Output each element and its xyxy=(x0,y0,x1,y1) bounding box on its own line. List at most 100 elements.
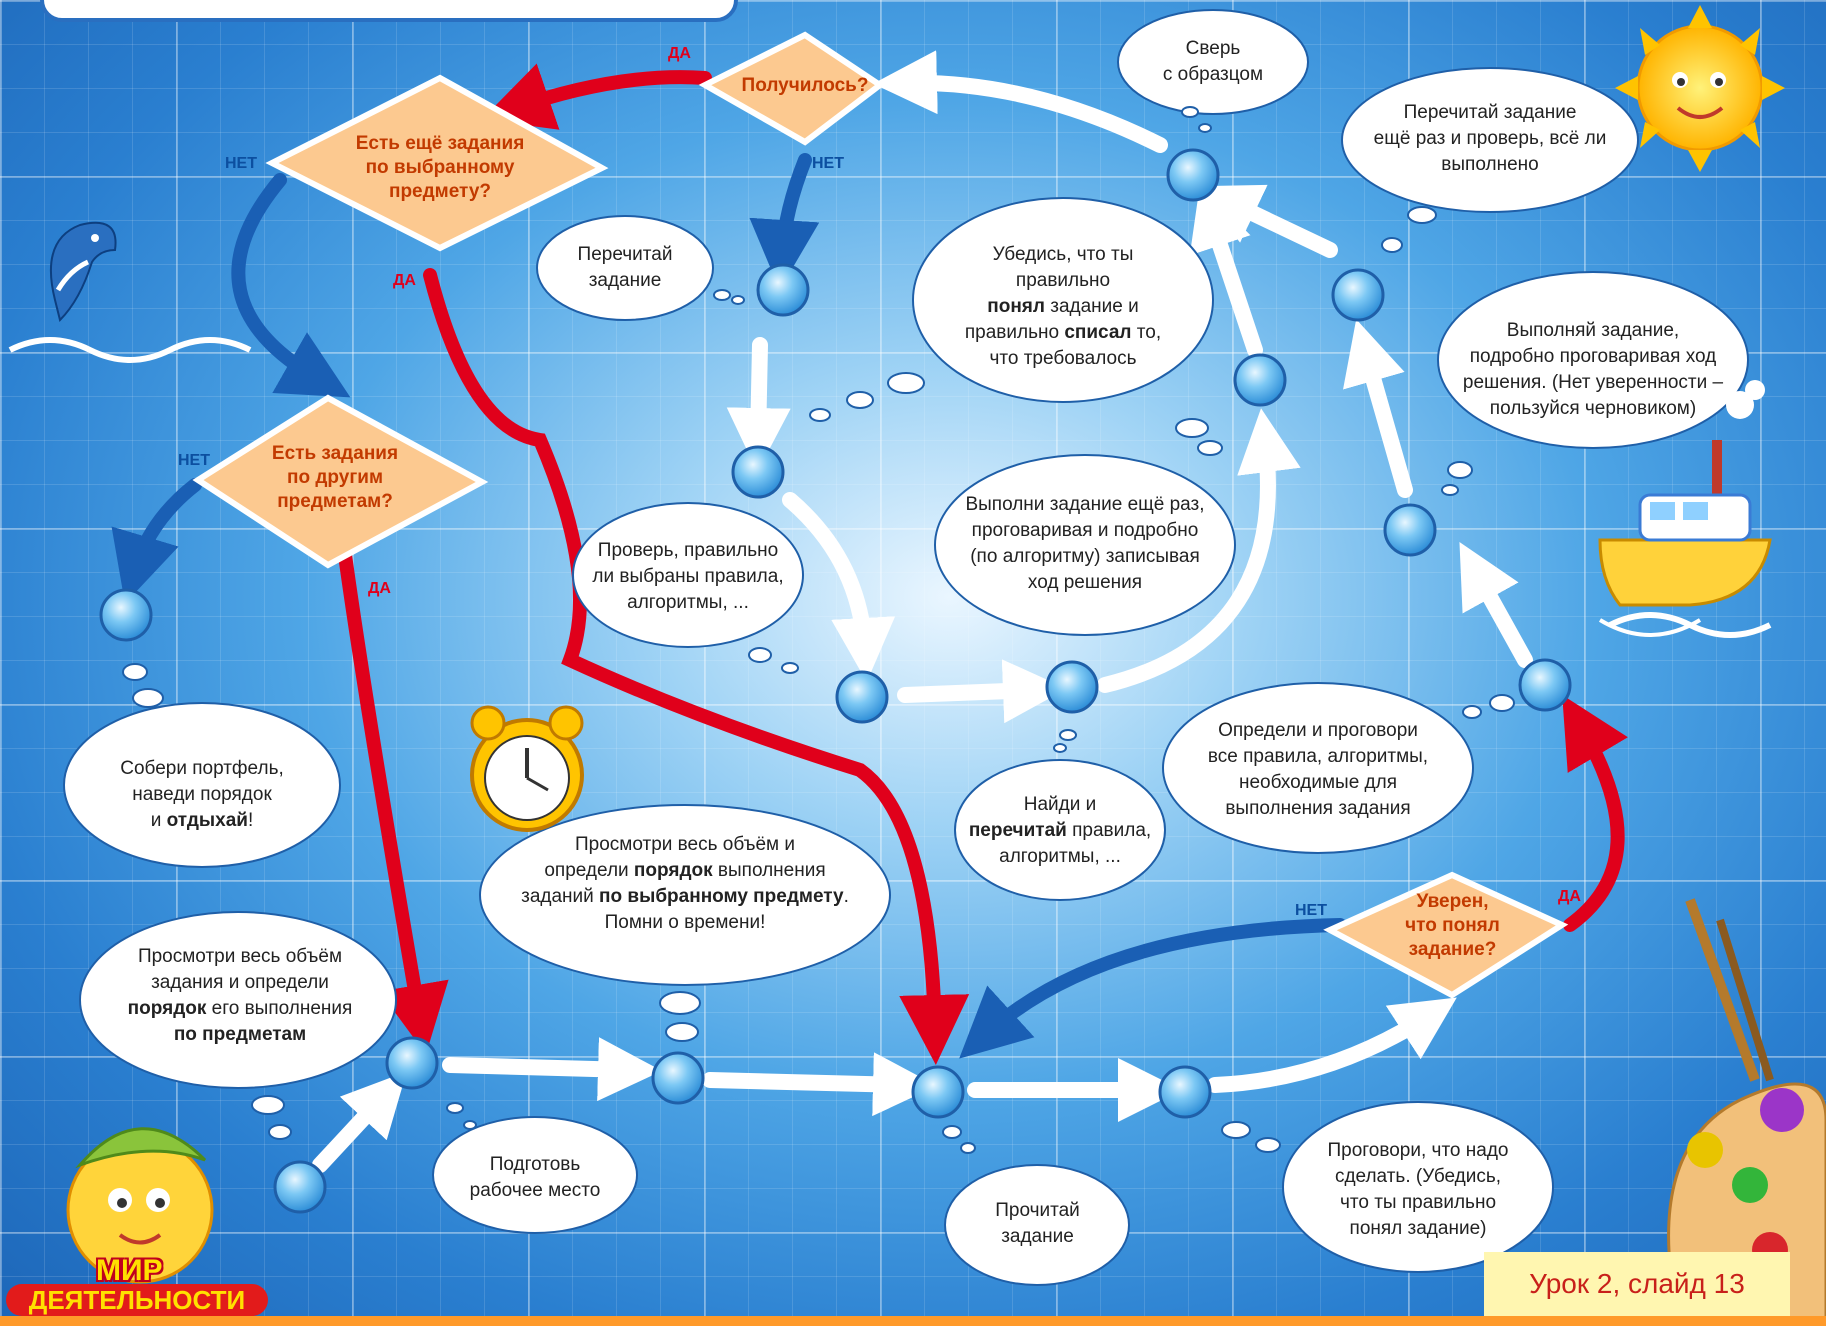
cloud-view-all-bold4: по предметам xyxy=(173,1024,307,1045)
cloud-define-rules-text: Определи и проговори все правила, алгори… xyxy=(1170,718,1466,822)
mir-deyatelnosti-logo: МИР ДЕЯТЕЛЬНОСТИ xyxy=(6,1254,268,1318)
cloud-redo-task-line4: ход решения xyxy=(1027,572,1143,593)
cloud-pack-bag-line1: Собери портфель, xyxy=(120,758,284,779)
cloud-make-sure xyxy=(912,197,1214,403)
cloud-check-rules-text: Проверь, правильно ли выбраны правила, а… xyxy=(580,538,796,616)
decision-other-line2: по другим xyxy=(287,467,383,488)
diamond-other-subjects xyxy=(192,394,489,569)
cloud-make-sure-line5: что требовалось xyxy=(989,348,1137,369)
cloud-view-subject-line2: определи порядок выполнения xyxy=(490,858,880,884)
node-do-task xyxy=(1383,503,1437,557)
cloud-say-what-line2: сделать. (Убедись, xyxy=(1334,1166,1502,1187)
cloud-make-sure-line3: понял задание и xyxy=(920,294,1206,320)
decision-more-tasks-line1: Есть ещё задания xyxy=(355,133,525,154)
cloud-view-subject-bold2: порядок xyxy=(633,860,713,881)
cloud-view-all-rest3: его выполнения xyxy=(206,998,353,1019)
cloud-view-subject-line4: Помни о времени! xyxy=(604,912,766,933)
sun-picture xyxy=(1615,5,1785,172)
cloud-view-subject-line3: заданий по выбранному предмету. xyxy=(490,884,880,910)
slide-label: Урок 2, слайд 13 xyxy=(1484,1252,1790,1316)
cloud-pack-bag xyxy=(63,702,341,868)
node-redo-2 xyxy=(1045,660,1099,714)
cloud-pack-bag-pre: и xyxy=(150,810,167,831)
label-yes-got: ДА xyxy=(668,45,691,62)
logo-line2: ДЕЯТЕЛЬНОСТИ xyxy=(6,1284,268,1316)
cloud-reread-task xyxy=(536,215,714,321)
cloud-view-subject-pre2: определи xyxy=(544,860,634,881)
decision-more-tasks-line2: по выбранному xyxy=(365,157,515,178)
cloud-check-rules-line2: ли выбраны правила, xyxy=(592,566,784,587)
arrow-yes-more-to-read xyxy=(423,268,970,1065)
node-compare xyxy=(1166,148,1220,202)
diamond-understood xyxy=(1323,871,1569,999)
arrow-make-sure-up xyxy=(1189,184,1263,358)
arrow-yes-got-to-more xyxy=(481,63,712,130)
node-say xyxy=(1158,1065,1212,1119)
node-define xyxy=(1518,658,1572,712)
cloud-pack-bag-line2: наведи порядок xyxy=(132,784,272,805)
cloud-view-all-bold3: порядок xyxy=(127,998,207,1019)
arrow-no-more-to-other xyxy=(231,173,351,398)
cloud-reread-check-line2: ещё раз и проверь, всё ли xyxy=(1373,128,1607,149)
cloud-compare xyxy=(1117,9,1309,115)
cloud-make-sure-bold2: списал xyxy=(1064,322,1132,343)
cloud-pack-bag-text: Собери портфель, наведи порядок и отдыха… xyxy=(80,756,324,834)
cloud-do-task-line4: пользуйся черновиком) xyxy=(1489,398,1697,419)
cloud-pack-bag-line3: и отдыхай! xyxy=(80,808,324,834)
arrow-node4-to-understood xyxy=(1207,997,1457,1093)
decision-other-line3: предметам? xyxy=(277,491,393,512)
arrow-yes-understood-up xyxy=(1562,694,1628,932)
cloud-make-sure-line4: правильно списал то, xyxy=(920,320,1206,346)
cloud-find-rules xyxy=(954,759,1166,901)
node-other xyxy=(99,588,153,642)
cloud-reread-check-text: Перечитай задание ещё раз и проверь, всё… xyxy=(1342,100,1638,178)
arrow-check-down xyxy=(782,492,896,682)
arrow-no-got-to-reread xyxy=(749,153,820,290)
wave-right2 xyxy=(1598,618,1702,637)
cloud-make-sure-rest2: то, xyxy=(1131,322,1162,343)
decision-understood: Уверен, что понял задание? xyxy=(1360,890,1545,962)
cloud-reread-check-line1: Перечитай задание xyxy=(1403,102,1577,123)
arrow-to-check-all xyxy=(1196,184,1338,258)
arrow-node1-to-node2 xyxy=(442,1037,662,1102)
wave-left xyxy=(8,337,252,363)
cloud-check-rules-line1: Проверь, правильно xyxy=(597,540,779,561)
cloud-read-task xyxy=(944,1164,1130,1286)
arrow-no-other-to-node xyxy=(111,478,202,604)
cloud-make-sure-text: Убедись, что ты правильно понял задание … xyxy=(920,242,1206,372)
arrow-yes-other-to-node xyxy=(338,548,449,1055)
decision-understood-line3: задание? xyxy=(1408,939,1497,960)
cloud-view-subject-line1: Просмотри весь объём и xyxy=(574,834,795,855)
cloud-reread-check-line3: выполнено xyxy=(1441,154,1539,175)
cloud-prepare-text: Подготовь рабочее место xyxy=(440,1152,630,1204)
node-view-all xyxy=(385,1036,439,1090)
cloud-say-what-text: Проговори, что надо сделать. (Убедись, ч… xyxy=(1300,1138,1536,1242)
label-yes-more: ДА xyxy=(393,272,416,289)
cloud-define-rules xyxy=(1162,682,1474,854)
cloud-redo-task-line1: Выполни задание ещё раз, xyxy=(965,494,1205,515)
cloud-define-rules-line4: выполнения задания xyxy=(1225,798,1411,819)
cloud-say-what-line1: Проговори, что надо xyxy=(1327,1140,1509,1161)
decision-other-line1: Есть задания xyxy=(271,443,399,464)
diamond-got-it xyxy=(698,31,886,146)
steamboat-picture xyxy=(1598,380,1772,607)
cloud-define-rules-line3: необходимые для xyxy=(1238,772,1398,793)
arrow-to-node-do xyxy=(1343,319,1413,498)
cloud-pack-bag-bold: отдыхай xyxy=(166,810,248,831)
node-redo-1 xyxy=(835,670,889,724)
cloud-say-what xyxy=(1282,1101,1554,1273)
cloud-view-subject-text: Просмотри весь объём и определи порядок … xyxy=(490,832,880,936)
node-make-sure xyxy=(1233,353,1287,407)
cloud-reread-task-line2: задание xyxy=(588,270,662,291)
label-no-understood: НЕТ xyxy=(1295,902,1327,919)
cloud-define-rules-line2: все правила, алгоритмы, xyxy=(1207,746,1429,767)
cloud-view-all-line4: по предметам xyxy=(95,1022,385,1048)
cloud-redo-task xyxy=(934,454,1236,636)
arrow-to-redo-node xyxy=(897,659,1067,724)
cloud-say-what-line3: что ты правильно xyxy=(1339,1192,1497,1213)
cloud-redo-task-line2: проговаривая и подробно xyxy=(971,520,1199,541)
cloud-do-task-line2: подробно проговаривая ход xyxy=(1469,346,1717,367)
cloud-view-all-line2: задания и определи xyxy=(151,972,329,993)
